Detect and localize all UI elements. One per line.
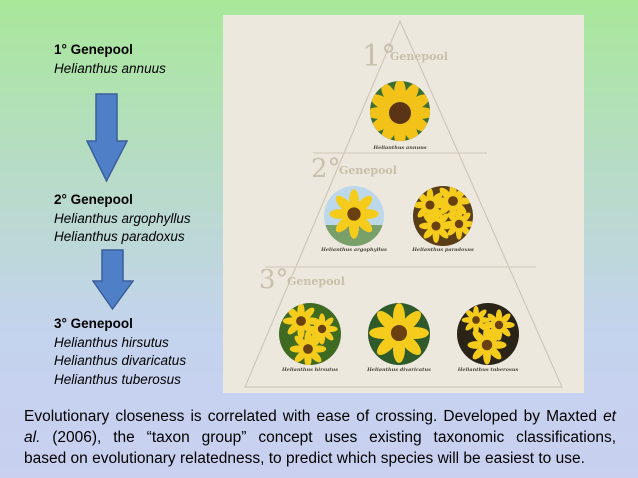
caption-helianthus-argophyllus: Helianthus argophyllus: [320, 247, 387, 253]
photo-helianthus-divaricatus: [368, 303, 430, 365]
tier1-label: Genepool: [390, 50, 448, 63]
tier2-number: 2°: [311, 154, 341, 184]
caption-helianthus-divaricatus: Helianthus divaricatus: [366, 367, 431, 373]
species-helianthus-annuus: Helianthus annuus: [54, 60, 166, 76]
caption-paragraph: Evolutionary closeness is correlated wit…: [24, 406, 616, 469]
pyramid-outline: [244, 19, 563, 388]
tier2-label: Genepool: [339, 164, 397, 177]
tier3-number: 3°: [259, 265, 289, 295]
photo-helianthus-annuus: [370, 81, 430, 141]
down-arrow-icon: [92, 249, 134, 311]
photo-helianthus-tuberosus: [457, 303, 519, 365]
caption-citation: et al.: [24, 408, 616, 446]
caption-helianthus-paradoxus: Helianthus paradoxus: [411, 247, 474, 253]
genepool-pyramid: 1° Genepool 2° Genepool 3° Genepool Heli…: [244, 19, 563, 388]
caption-helianthus-annuus: Helianthus annuus: [372, 145, 426, 151]
primary-genepool-heading: 1° Genepool: [54, 42, 133, 57]
photo-helianthus-argophyllus: [324, 186, 384, 246]
photo-helianthus-paradoxus: [413, 186, 473, 246]
photo-helianthus-hirsutus: [279, 303, 341, 365]
secondary-genepool-heading: 2° Genepool: [54, 192, 133, 207]
tier1-number: 1°: [362, 39, 396, 74]
caption-helianthus-hirsutus: Helianthus hirsutus: [281, 367, 338, 373]
species-helianthus-paradoxus: Helianthus paradoxus: [54, 229, 185, 244]
caption-line-3: based on evolutionary relatedness, to pr…: [24, 450, 585, 467]
caption-line-2: (2006), the “taxon group” concept uses e…: [40, 429, 616, 446]
species-helianthus-hirsutus: Helianthus hirsutus: [54, 334, 169, 350]
tertiary-genepool-block: 3° Genepool Helianthus hirsutus Helianth…: [54, 315, 234, 389]
tier3-label: Genepool: [287, 275, 345, 288]
primary-genepool-block: 1° Genepool Helianthus annuus: [54, 41, 234, 78]
species-helianthus-divaricatus: Helianthus divaricatus: [54, 353, 187, 368]
caption-line-1: Evolutionary closeness is correlated wit…: [24, 408, 597, 425]
species-helianthus-tuberosus: Helianthus tuberosus: [54, 371, 181, 387]
down-arrow-icon: [86, 93, 128, 183]
genepool-pyramid-panel: 1° Genepool 2° Genepool 3° Genepool Heli…: [223, 15, 584, 393]
caption-helianthus-tuberosus: Helianthus tuberosus: [457, 367, 519, 373]
secondary-genepool-block: 2° Genepool Helianthus argophyllus Helia…: [54, 191, 234, 247]
species-helianthus-argophyllus: Helianthus argophyllus: [54, 210, 191, 226]
tertiary-genepool-heading: 3° Genepool: [54, 316, 133, 331]
